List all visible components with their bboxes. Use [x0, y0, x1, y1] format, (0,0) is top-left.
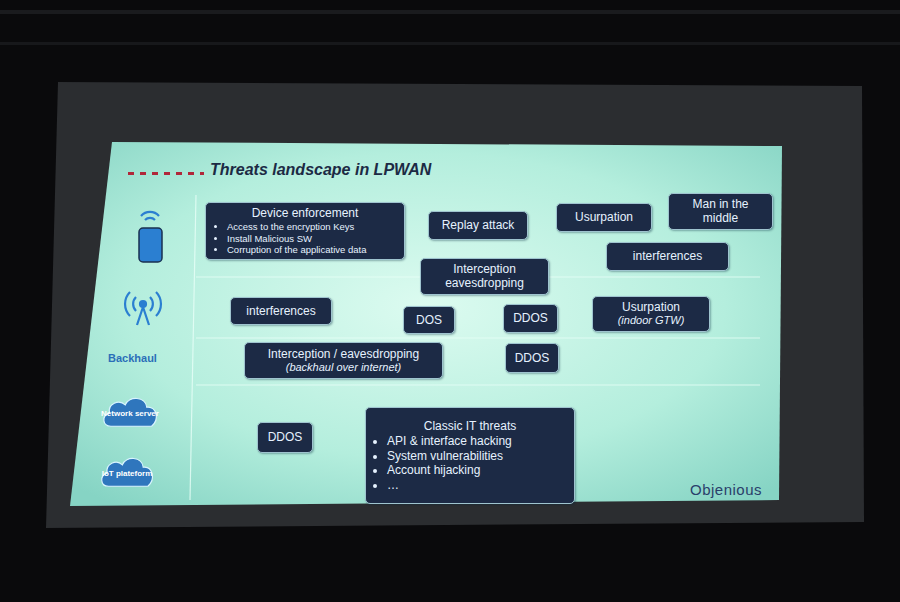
box-text: DDOS [511, 311, 550, 325]
box-text: DDOS [265, 430, 305, 444]
bullet-item: Install Malicious SW [227, 233, 397, 244]
box-text: Usurpation [600, 300, 702, 314]
bullet-item: Corruption of the applicative data [227, 244, 397, 255]
threat-box: interferences [230, 297, 332, 325]
cloud-node: IoT plateform [98, 453, 156, 491]
threat-box: DDOS [505, 343, 559, 373]
cloud-node: Network server [100, 393, 160, 431]
threat-box: Usurpation(indoor GTW) [592, 296, 710, 332]
threat-box: Usurpation [556, 203, 652, 232]
box-text: DOS [411, 313, 447, 327]
device-icon [139, 212, 162, 262]
box-text: Replay attack [436, 218, 520, 232]
row-lines [190, 195, 760, 500]
bullet-list: API & interface hackingSystem vulnerabil… [373, 434, 567, 492]
box-text: DDOS [513, 351, 551, 365]
bullet-item: System vulnerabilities [387, 449, 567, 463]
bullet-item: API & interface hacking [387, 434, 567, 448]
title-dashes [128, 172, 204, 175]
slide-title: Threats landscape in LPWAN [210, 161, 431, 179]
threat-box: Interception eavesdropping [420, 258, 549, 295]
threat-list-box: Device enforcementAccess to the encrypti… [205, 202, 405, 260]
box-heading: Device enforcement [213, 206, 397, 220]
box-text: Interception eavesdropping [428, 262, 541, 291]
truss [0, 10, 900, 14]
threat-box: interferences [606, 242, 729, 271]
truss [0, 42, 900, 45]
box-text: Interception / eavesdropping [252, 347, 435, 361]
threat-box: DOS [403, 306, 455, 334]
threat-list-box: Classic IT threatsAPI & interface hackin… [365, 407, 575, 504]
bullet-item: … [387, 478, 567, 492]
brand-logo: Objenious [690, 481, 762, 498]
cloud-label: IoT plateform [102, 466, 153, 479]
box-text: interferences [614, 249, 721, 263]
screen-frame [46, 82, 864, 528]
slide-ground [70, 142, 782, 506]
threat-box: Interception / eavesdropping(backhaul ov… [244, 342, 443, 379]
threat-box: DDOS [503, 304, 558, 333]
bullet-list: Access to the encryption KeysInstall Mal… [213, 221, 397, 255]
antenna-icon [125, 292, 161, 325]
box-text: Usurpation [564, 210, 644, 224]
bullet-item: Access to the encryption Keys [227, 221, 397, 232]
threat-box: DDOS [257, 422, 313, 453]
box-text: interferences [238, 304, 324, 318]
threat-box: Man in the middle [668, 193, 773, 230]
box-subtext: (indoor GTW) [600, 314, 702, 327]
box-text: Man in the middle [676, 197, 765, 226]
bullet-item: Account hijacking [387, 463, 567, 477]
threat-box: Replay attack [428, 211, 528, 240]
box-subtext: (backhaul over internet) [252, 361, 435, 374]
box-heading: Classic IT threats [373, 419, 567, 433]
layer-label: Backhaul [108, 352, 157, 364]
cloud-label: Network server [101, 406, 159, 419]
